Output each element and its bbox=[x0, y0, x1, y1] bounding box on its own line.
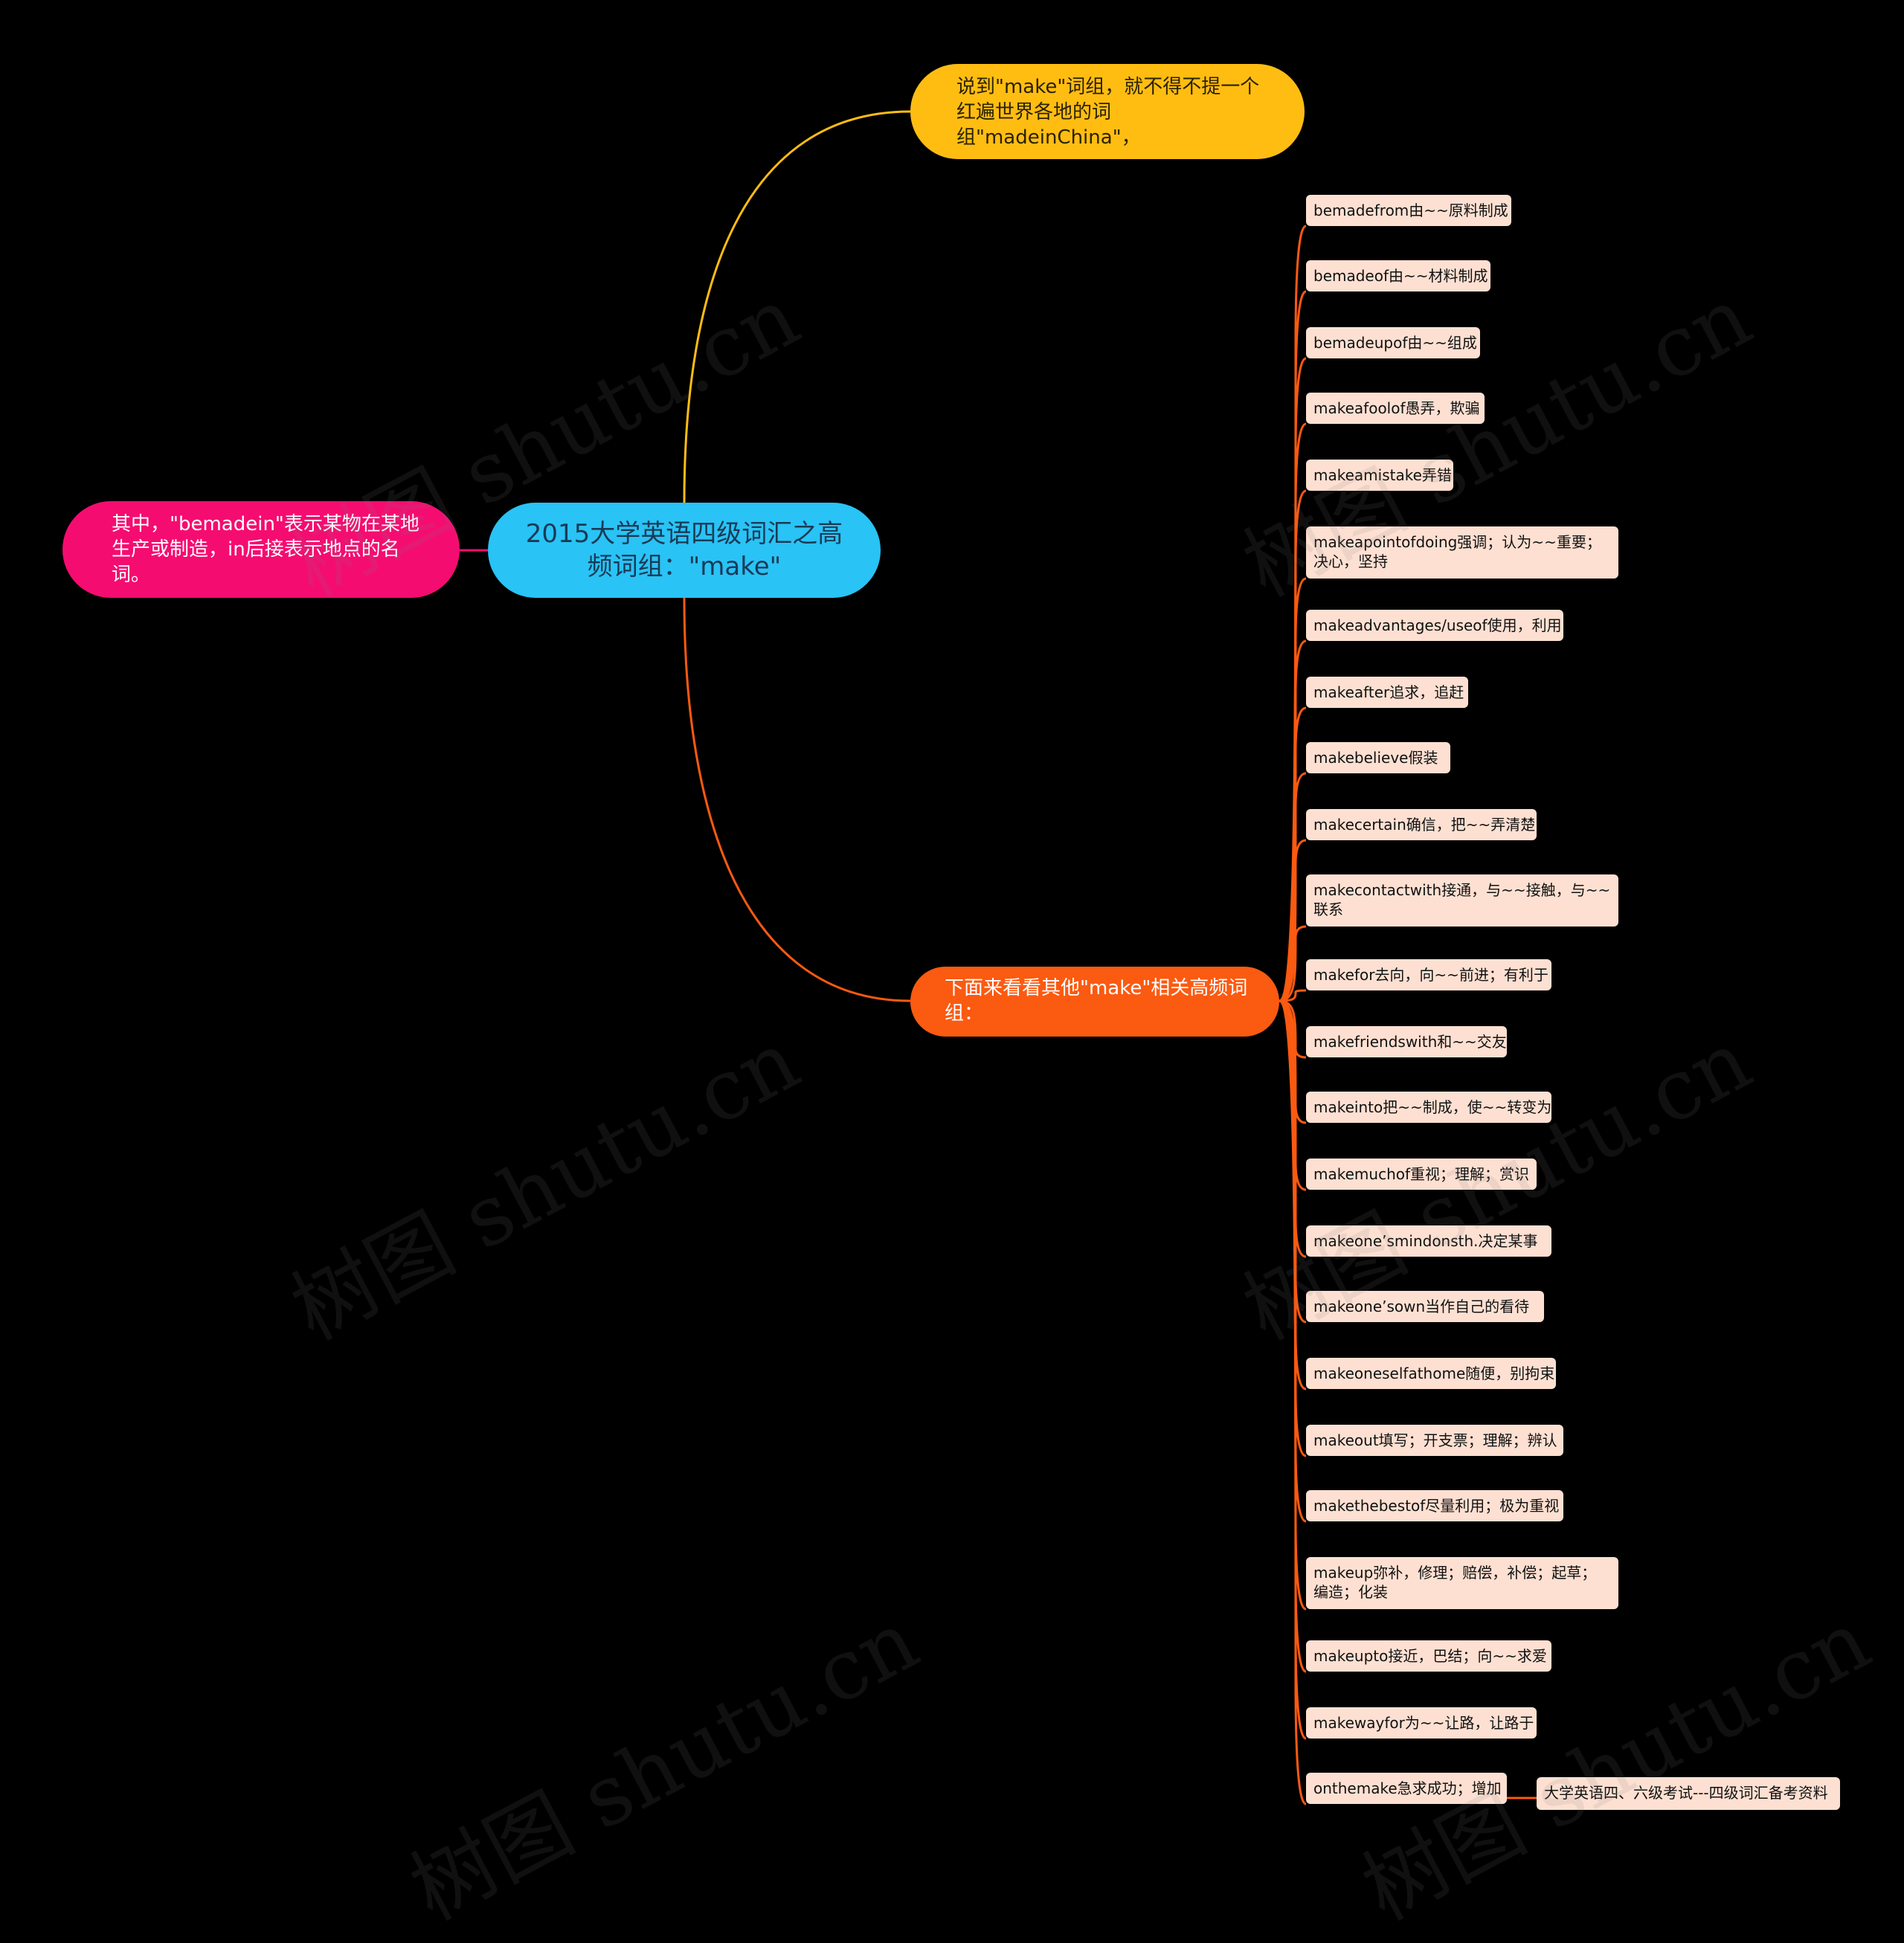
phrase-leaf[interactable]: makefriendswith和~~交友 bbox=[1306, 1026, 1507, 1057]
root-topic-label: 2015大学英语四级词汇之高频词组："make" bbox=[525, 519, 843, 581]
branch-be-made-in[interactable]: 其中，"bemadein"表示某物在某地生产或制造，in后接表示地点的名词。 bbox=[62, 501, 460, 598]
branch-be-made-in-label: 其中，"bemadein"表示某物在某地生产或制造，in后接表示地点的名词。 bbox=[112, 513, 419, 586]
root-topic[interactable]: 2015大学英语四级词汇之高频词组："make" bbox=[488, 503, 881, 598]
phrase-leaf-label: makefriendswith和~~交友 bbox=[1313, 1033, 1507, 1051]
phrase-leaf[interactable]: makecontactwith接通，与~~接触，与~~联系 bbox=[1306, 874, 1618, 927]
link-root-top bbox=[683, 110, 911, 503]
phrase-leaf-label: makefor去向，向~~前进；有利于 bbox=[1313, 966, 1548, 984]
phrase-leaf[interactable]: bemadeupof由~~组成 bbox=[1306, 327, 1480, 358]
link-leaf bbox=[1279, 925, 1307, 1002]
phrase-leaf[interactable]: makewayfor为~~让路，让路于 bbox=[1306, 1707, 1537, 1739]
phrase-leaf[interactable]: makeapointofdoing强调；认为~~重要；决心，坚持 bbox=[1306, 526, 1618, 579]
phrase-leaf[interactable]: makeup弥补，修理；赔偿，补偿；起草；编造；化装 bbox=[1306, 1557, 1618, 1609]
connector-lines bbox=[460, 110, 1537, 1805]
sub-leaf-reference[interactable]: 大学英语四、六级考试---四级词汇备考资料 bbox=[1537, 1777, 1840, 1810]
phrase-leaf[interactable]: onthemake急求成功；增加 bbox=[1306, 1773, 1507, 1804]
link-leaf bbox=[1279, 989, 1307, 1002]
phrase-leaf[interactable]: makebelieve假装 bbox=[1306, 742, 1450, 773]
phrase-leaf-label: makeinto把~~制成，使~~转变为 bbox=[1313, 1098, 1552, 1116]
phrase-leaf-label: makebelieve假装 bbox=[1313, 749, 1438, 767]
phrase-leaf-label: makeone’sown当作自己的看待 bbox=[1313, 1298, 1530, 1315]
phrase-leaf-label: makeupto接近，巴结；向~~求爱 bbox=[1313, 1647, 1547, 1665]
branch-made-in-china-label: 说到"make"词组，就不得不提一个红遍世界各地的词组"madeinChina"… bbox=[956, 76, 1260, 149]
phrase-leaf-label: makewayfor为~~让路，让路于 bbox=[1313, 1714, 1534, 1732]
phrase-leaf-label: makethebestof尽量利用；极为重视 bbox=[1313, 1497, 1560, 1515]
phrase-leaf[interactable]: makeupto接近，巴结；向~~求爱 bbox=[1306, 1640, 1551, 1672]
phrase-leaf[interactable]: makeadvantages/useof使用，利用 bbox=[1306, 610, 1563, 641]
phrase-leaf[interactable]: makeafter追求，追赶 bbox=[1306, 677, 1468, 708]
phrase-leaf-label: makeamistake弄错 bbox=[1313, 466, 1452, 484]
phrase-leaf-label: makecontactwith接通，与~~接触，与~~联系 bbox=[1313, 881, 1611, 918]
phrase-leaf[interactable]: makeone’smindonsth.决定某事 bbox=[1306, 1225, 1551, 1257]
phrase-leaf-label: bemadeupof由~~组成 bbox=[1313, 334, 1477, 352]
phrase-leaf[interactable]: bemadefrom由~~原料制成 bbox=[1306, 195, 1511, 226]
phrase-leaf[interactable]: makeamistake弄错 bbox=[1306, 460, 1453, 491]
branch-other-phrases[interactable]: 下面来看看其他"make"相关高频词组： bbox=[910, 967, 1279, 1037]
phrase-leaf-label: makeoneselfathome随便，别拘束 bbox=[1313, 1364, 1555, 1382]
phrase-leaf-label: onthemake急求成功；增加 bbox=[1313, 1779, 1502, 1797]
phrase-leaf-label: makeadvantages/useof使用，利用 bbox=[1313, 616, 1562, 634]
phrase-leaf[interactable]: makecertain确信，把~~弄清楚 bbox=[1306, 809, 1537, 840]
phrase-leaf-label: makecertain确信，把~~弄清楚 bbox=[1313, 816, 1536, 834]
link-root-bottom bbox=[683, 597, 911, 1002]
link-leaf bbox=[1279, 839, 1307, 1002]
phrase-leaf-label: makeup弥补，修理；赔偿，补偿；起草；编造；化装 bbox=[1313, 1564, 1597, 1601]
phrase-leaf-label: makeone’smindonsth.决定某事 bbox=[1313, 1232, 1538, 1250]
phrase-leaf[interactable]: makeafoolof愚弄，欺骗 bbox=[1306, 393, 1485, 424]
branch-made-in-china[interactable]: 说到"make"词组，就不得不提一个红遍世界各地的词组"madeinChina"… bbox=[910, 64, 1305, 159]
phrase-leaf[interactable]: makethebestof尽量利用；极为重视 bbox=[1306, 1490, 1563, 1521]
phrase-leaf-label: bemadeof由~~材料制成 bbox=[1313, 267, 1488, 285]
branch-other-phrases-label: 下面来看看其他"make"相关高频词组： bbox=[945, 977, 1248, 1025]
phrase-leaf[interactable]: makeout填写；开支票；理解；辨认 bbox=[1306, 1425, 1563, 1456]
phrase-leaf-label: bemadefrom由~~原料制成 bbox=[1313, 202, 1508, 219]
phrase-leaf[interactable]: makefor去向，向~~前进；有利于 bbox=[1306, 959, 1551, 990]
link-leaf bbox=[1279, 999, 1307, 1805]
phrase-leaf-label: makeout填写；开支票；理解；辨认 bbox=[1313, 1431, 1557, 1449]
phrase-leaf-label: makeafoolof愚弄，欺骗 bbox=[1313, 399, 1480, 417]
phrase-leaf[interactable]: makeone’sown当作自己的看待 bbox=[1306, 1291, 1544, 1322]
phrase-leaf[interactable]: makeinto把~~制成，使~~转变为 bbox=[1306, 1092, 1551, 1123]
phrase-leaf-label: makemuchof重视；理解；赏识 bbox=[1313, 1165, 1530, 1183]
phrase-leaf-label: makeapointofdoing强调；认为~~重要；决心，坚持 bbox=[1313, 533, 1601, 570]
phrase-leaf[interactable]: bemadeof由~~材料制成 bbox=[1306, 260, 1490, 291]
phrase-leaf[interactable]: makeoneselfathome随便，别拘束 bbox=[1306, 1358, 1556, 1389]
sub-leaf-label: 大学英语四、六级考试---四级词汇备考资料 bbox=[1544, 1784, 1828, 1802]
phrase-leaf[interactable]: makemuchof重视；理解；赏识 bbox=[1306, 1159, 1537, 1190]
phrase-leaf-label: makeafter追求，追赶 bbox=[1313, 683, 1464, 701]
